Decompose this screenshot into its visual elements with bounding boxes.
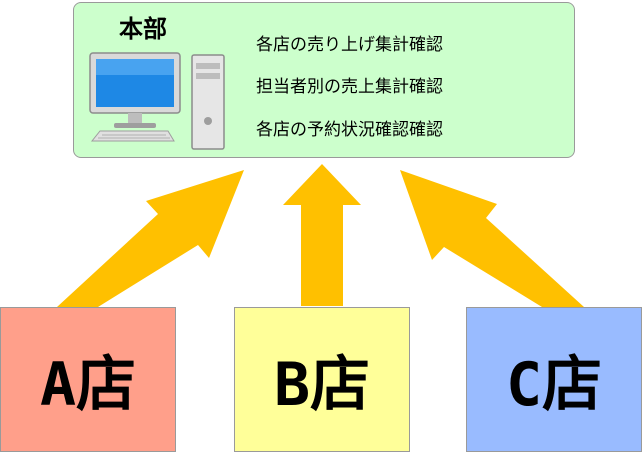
headquarters-title: 本部 [119, 15, 167, 43]
store-b-label: B店 [273, 350, 371, 420]
store-a-box: A店 [0, 307, 176, 452]
arrow-c-to-hq [400, 170, 584, 307]
store-b-box: B店 [234, 307, 410, 452]
store-a-label: A店 [39, 350, 137, 420]
function-sales-summary: 各店の売り上げ集計確認 [256, 35, 443, 55]
arrow-a-to-hq [57, 170, 244, 307]
desktop-computer-icon [89, 52, 225, 150]
store-c-label: C店 [505, 350, 603, 420]
function-staff-sales-summary: 担当者別の売上集計確認 [256, 77, 443, 97]
store-c-box: C店 [466, 307, 642, 452]
function-reservation-status: 各店の予約状況確認確認 [256, 120, 443, 140]
headquarters-box: 本部 各店の売り上げ集計確認 担当者別の売上集計確認 各店の予約状況確認確認 [73, 2, 575, 158]
arrow-b-to-hq [283, 164, 361, 306]
